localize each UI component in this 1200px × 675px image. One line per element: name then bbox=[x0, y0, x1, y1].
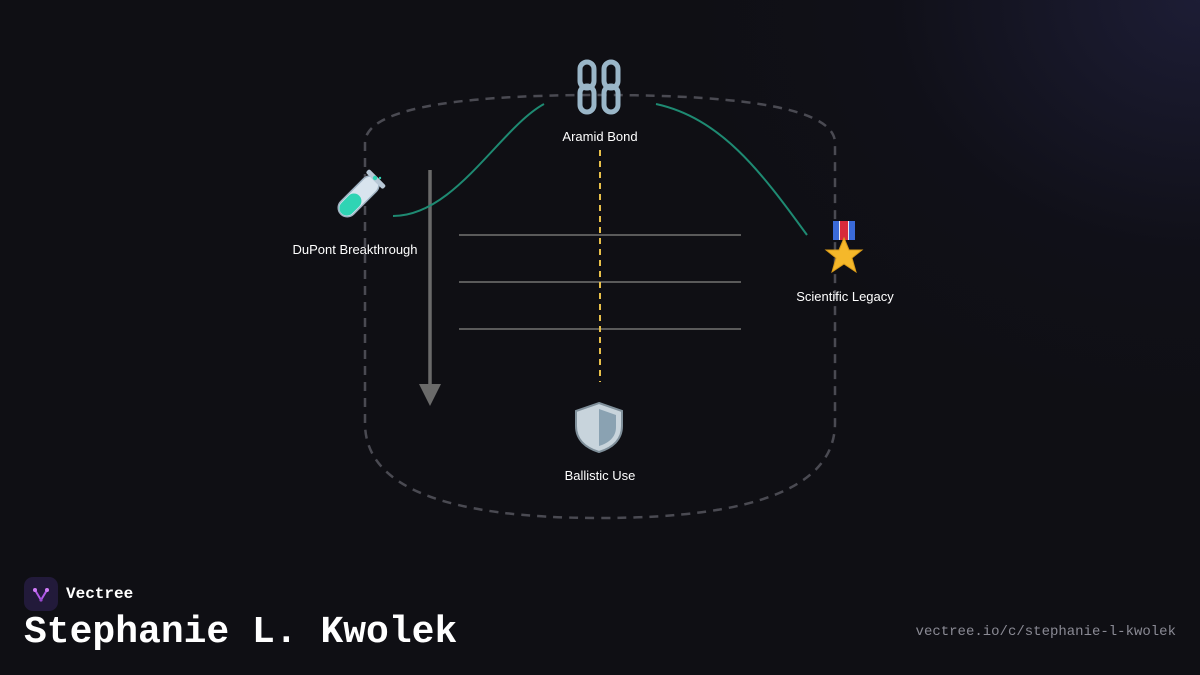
connector-left-to-top bbox=[392, 103, 545, 217]
chain-icon bbox=[577, 59, 621, 115]
page-title: Stephanie L. Kwolek bbox=[24, 611, 458, 654]
dashed-outline bbox=[363, 93, 837, 520]
node-label-scientific-legacy: Scientific Legacy bbox=[796, 289, 894, 304]
brand-name: Vectree bbox=[66, 585, 134, 603]
military-medal-icon bbox=[824, 221, 864, 274]
down-arrow-head bbox=[419, 384, 441, 406]
node-scientific-legacy: Scientific Legacy bbox=[796, 221, 894, 304]
shield-icon bbox=[575, 401, 623, 454]
node-dupont-breakthrough: DuPont Breakthrough bbox=[292, 169, 418, 257]
concept-diagram: Aramid Bond DuPont Breakthrough Scientif… bbox=[292, 59, 894, 520]
page-url: vectree.io/c/stephanie-l-kwolek bbox=[915, 624, 1176, 640]
node-ballistic-use: Ballistic Use bbox=[565, 401, 636, 483]
connector-top-to-right bbox=[655, 103, 808, 236]
node-aramid-bond: Aramid Bond bbox=[562, 59, 638, 144]
test-tube-icon bbox=[337, 169, 386, 218]
node-label-ballistic-use: Ballistic Use bbox=[565, 468, 636, 483]
brand: Vectree bbox=[24, 577, 133, 611]
vectree-logo-icon bbox=[24, 577, 58, 611]
node-label-dupont-breakthrough: DuPont Breakthrough bbox=[292, 242, 417, 257]
node-label-aramid-bond: Aramid Bond bbox=[562, 129, 637, 144]
